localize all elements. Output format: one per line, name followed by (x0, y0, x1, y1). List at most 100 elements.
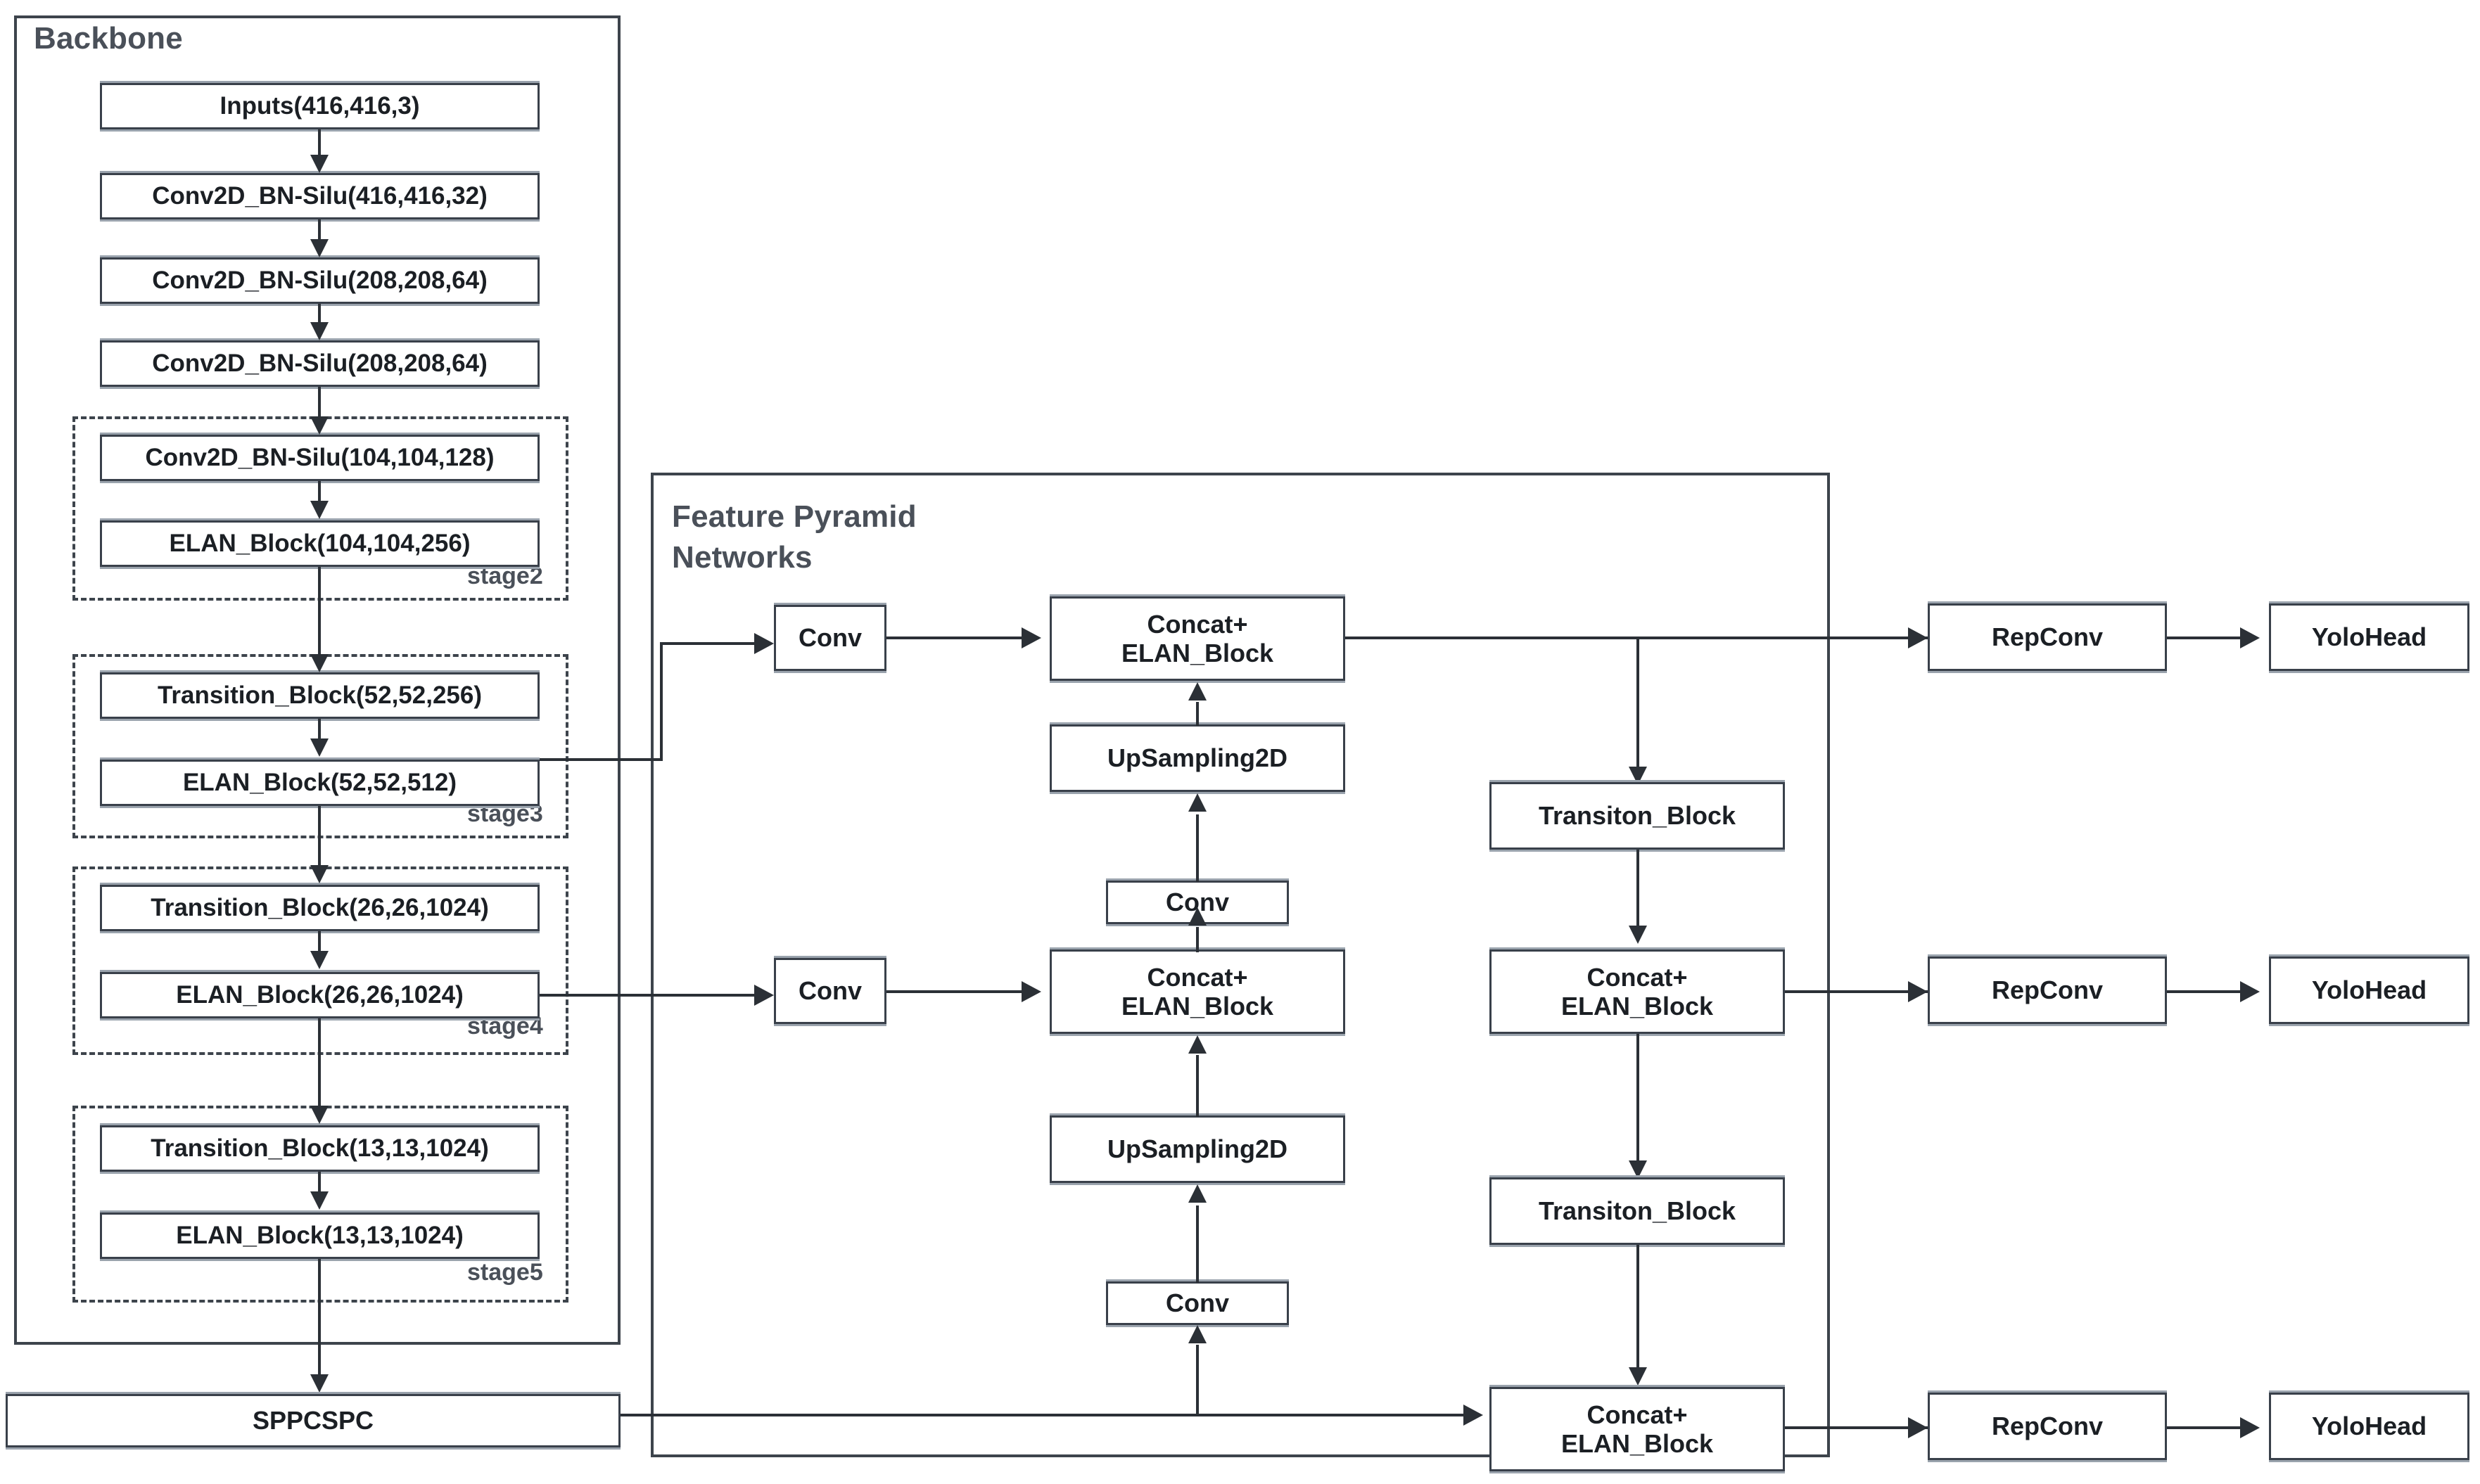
node-repconv-2[interactable]: RepConv (1928, 957, 2167, 1024)
node-elan-stage4[interactable]: ELAN_Block(26,26,1024) (100, 972, 540, 1018)
arrowhead-elan2-trans3 (310, 654, 329, 672)
node-upsampling-bottom[interactable]: UpSampling2D (1050, 1115, 1345, 1183)
node-transition-stage3[interactable]: Transition_Block(52,52,256) (100, 672, 540, 719)
arrowhead-repconv1-yolohead1 (2240, 627, 2260, 648)
node-conv2d-208-a[interactable]: Conv2D_BN-Silu(208,208,64) (100, 257, 540, 304)
edge-concattop-down-to-transiton1 (1636, 637, 1639, 770)
node-elan-stage5-label: ELAN_Block(13,13,1024) (176, 1221, 464, 1249)
node-repconv-1[interactable]: RepConv (1928, 603, 2167, 671)
node-transition-stage5[interactable]: Transition_Block(13,13,1024) (100, 1125, 540, 1172)
arrowhead-concat-right-bottom-to-repconv3 (1908, 1417, 1928, 1438)
node-conv2d-416[interactable]: Conv2D_BN-Silu(416,416,32) (100, 173, 540, 219)
arrowhead-elan5-sppcspc (310, 1374, 329, 1393)
arrowhead-upsample-top-to-concat-top (1188, 682, 1207, 701)
node-upsampling-bottom-label: UpSampling2D (1107, 1134, 1288, 1164)
node-transition-stage4[interactable]: Transition_Block(26,26,1024) (100, 885, 540, 931)
node-transiton-block-2-label: Transiton_Block (1538, 1196, 1736, 1226)
edge-transiton2-to-concat-bottom (1636, 1245, 1639, 1371)
node-elan-stage5[interactable]: ELAN_Block(13,13,1024) (100, 1213, 540, 1259)
arrowhead-sppcspc-to-concat-bottom (1463, 1405, 1483, 1426)
edge-elan5-sppcspc (318, 1259, 321, 1376)
edge-elan2-trans3 (318, 567, 321, 654)
edge-conv1-conv2 (318, 219, 321, 242)
arrowhead-conv2-conv3 (310, 322, 329, 340)
node-sppcspc-label: SPPCSPC (252, 1406, 374, 1435)
node-transition-stage4-label: Transition_Block(26,26,1024) (151, 893, 489, 921)
node-concat-elan-right-mid[interactable]: Concat+ ELAN_Block (1489, 949, 1785, 1034)
node-concat-elan-mid-line1: Concat+ (1147, 962, 1248, 992)
node-transition-stage5-label: Transition_Block(13,13,1024) (151, 1134, 489, 1162)
arrowhead-convtop-concattop (1022, 627, 1041, 648)
arrowhead-conv1-conv2 (310, 239, 329, 257)
node-transiton-block-1[interactable]: Transiton_Block (1489, 782, 1785, 850)
node-concat-elan-mid[interactable]: Concat+ ELAN_Block (1050, 949, 1345, 1034)
node-yolohead-3[interactable]: YoloHead (2269, 1393, 2469, 1460)
arrowhead-convmid-concatmid (1022, 981, 1041, 1002)
node-transiton-block-2[interactable]: Transiton_Block (1489, 1177, 1785, 1245)
stage2-label: stage2 (467, 563, 543, 589)
node-upsampling-top-label: UpSampling2D (1107, 743, 1288, 773)
node-concat-elan-top-line1: Concat+ (1147, 609, 1248, 639)
node-elan-stage4-label: ELAN_Block(26,26,1024) (176, 980, 464, 1009)
node-upsampling-top[interactable]: UpSampling2D (1050, 724, 1345, 792)
node-sppcspc[interactable]: SPPCSPC (6, 1394, 621, 1447)
node-conv2d-208-b[interactable]: Conv2D_BN-Silu(208,208,64) (100, 340, 540, 387)
edge-convb-to-upsample-bot (1196, 1205, 1199, 1283)
edge-convmid-concatmid (886, 990, 1027, 993)
node-yolohead-1[interactable]: YoloHead (2269, 603, 2469, 671)
edge-concat-right-bottom-to-repconv3 (1785, 1426, 1936, 1429)
node-conv-mid[interactable]: Conv (774, 958, 886, 1024)
edge-conv4-elan2 (318, 481, 321, 501)
node-elan-stage3-label: ELAN_Block(52,52,512) (182, 768, 457, 796)
arrowhead-conv4-elan2 (310, 501, 329, 519)
edge-concat-right-mid-down (1636, 1034, 1639, 1163)
node-concat-elan-top-line2: ELAN_Block (1121, 639, 1274, 667)
edge-bottomline-to-convb (1196, 1345, 1199, 1415)
arrowhead-elan4-trans5 (310, 1106, 329, 1124)
edge-repconv2-yolohead2 (2167, 990, 2244, 993)
arrowhead-stage4-to-convmid (754, 985, 774, 1006)
backbone-group-title: Backbone (34, 21, 183, 56)
arrowhead-concatmid-to-conva (1188, 907, 1207, 926)
node-concat-elan-right-bottom-line1: Concat+ (1586, 1400, 1688, 1429)
node-conv-stack-b-label: Conv (1166, 1288, 1229, 1318)
fpn-group-title-line2: Networks (672, 540, 813, 575)
node-conv-top[interactable]: Conv (774, 605, 886, 671)
node-inputs[interactable]: Inputs(416,416,3) (100, 83, 540, 129)
edge-concattop-right (1345, 637, 1936, 639)
node-conv2d-208-b-label: Conv2D_BN-Silu(208,208,64) (152, 349, 488, 377)
node-conv2d-208-a-label: Conv2D_BN-Silu(208,208,64) (152, 266, 488, 294)
node-concat-elan-top[interactable]: Concat+ ELAN_Block (1050, 596, 1345, 681)
node-yolohead-2-label: YoloHead (2311, 976, 2427, 1005)
arrowhead-trans5-elan5 (310, 1191, 329, 1210)
node-concat-elan-right-bottom[interactable]: Concat+ ELAN_Block (1489, 1387, 1785, 1471)
arrowhead-down-to-transiton2 (1629, 1160, 1647, 1179)
edge-sppcspc-to-concat-bottom (621, 1414, 1472, 1416)
node-conv-stack-b[interactable]: Conv (1106, 1281, 1289, 1325)
node-concat-elan-right-mid-line2: ELAN_Block (1560, 992, 1714, 1021)
node-repconv-2-label: RepConv (1991, 976, 2103, 1005)
arrowhead-trans3-elan3 (310, 738, 329, 757)
node-elan-stage2[interactable]: ELAN_Block(104,104,256) (100, 520, 540, 567)
arrowhead-inputs-conv1 (310, 155, 329, 173)
node-repconv-3[interactable]: RepConv (1928, 1393, 2167, 1460)
backbone-group (14, 15, 621, 1345)
edge-conv2-conv3 (318, 304, 321, 325)
arrowhead-down-to-transiton1 (1629, 767, 1647, 785)
node-yolohead-2[interactable]: YoloHead (2269, 957, 2469, 1024)
fpn-group-title-line1: Feature Pyramid (672, 499, 917, 534)
arrowhead-transiton2-to-concat-bottom (1629, 1367, 1647, 1386)
node-repconv-3-label: RepConv (1991, 1412, 2103, 1441)
node-conv2d-104[interactable]: Conv2D_BN-Silu(104,104,128) (100, 435, 540, 481)
edge-concat-right-mid-to-repconv2 (1785, 990, 1936, 993)
edge-conva-to-upsample-top (1196, 814, 1199, 882)
edge-elan4-trans5 (318, 1018, 321, 1107)
node-elan-stage3[interactable]: ELAN_Block(52,52,512) (100, 760, 540, 806)
arrowhead-bottomline-to-convb (1188, 1325, 1207, 1343)
arrowhead-stage3-to-convtop (754, 633, 774, 654)
edge-repconv3-yolohead3 (2167, 1426, 2244, 1429)
edge-stage3-skip-h1 (540, 758, 663, 761)
stage5-label: stage5 (467, 1259, 543, 1286)
arrowhead-concat-right-mid-to-repconv2 (1908, 981, 1928, 1002)
